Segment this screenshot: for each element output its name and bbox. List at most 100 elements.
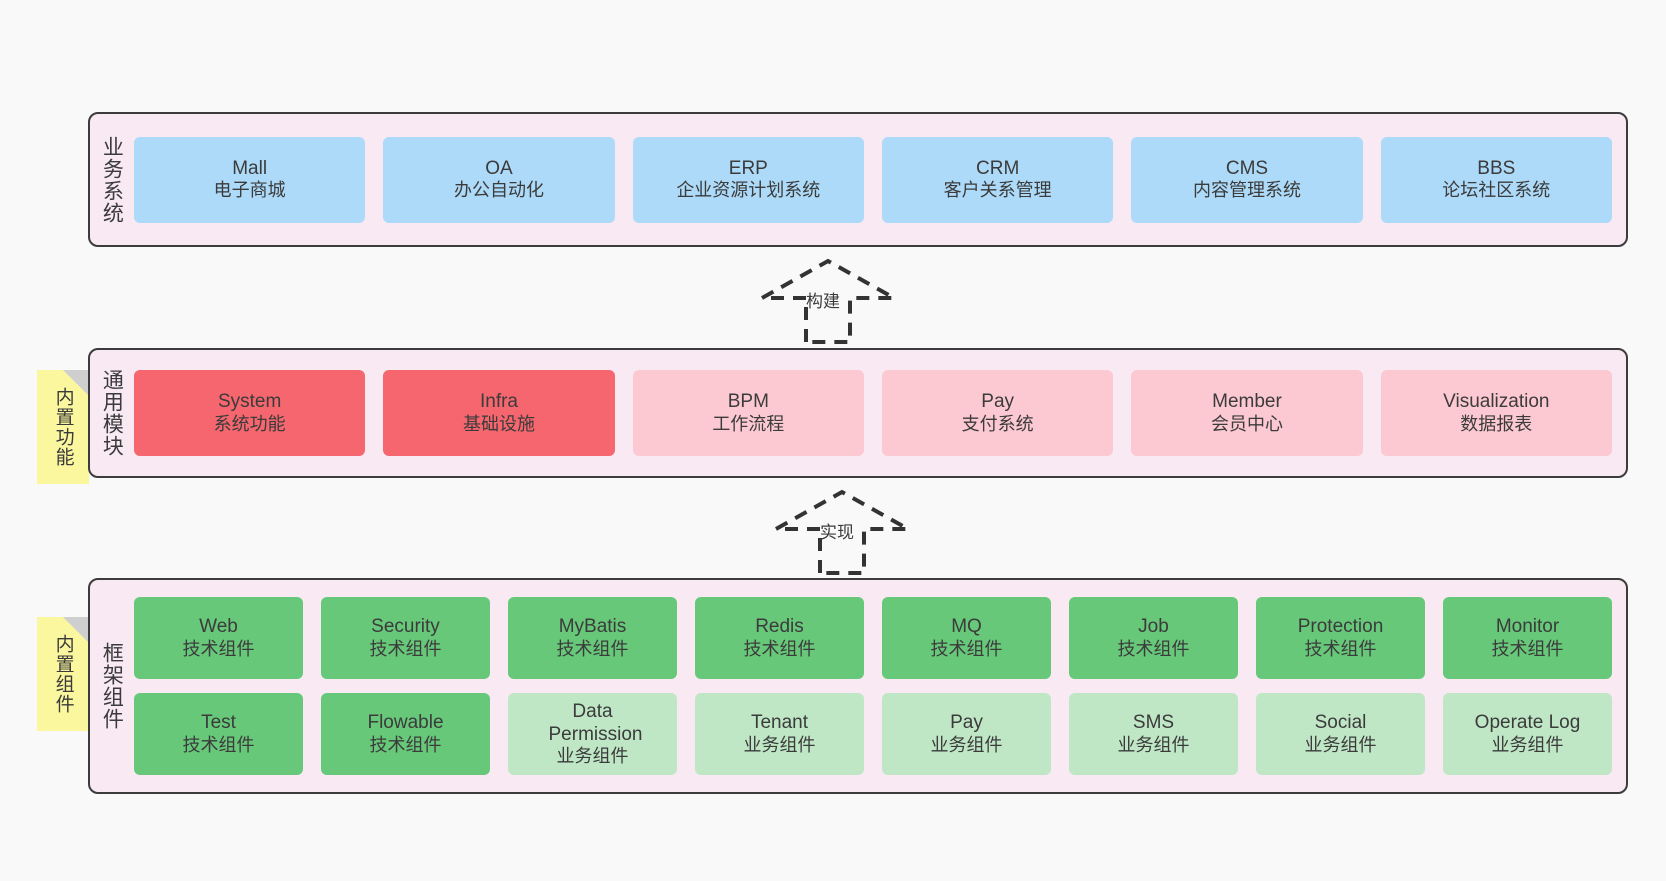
- layer-business-systems: 业务系统 Mall 电子商城 OA 办公自动化 ERP 企业资源计划系统 CRM…: [88, 112, 1628, 247]
- card-subtitle: 企业资源计划系统: [676, 180, 821, 201]
- card-title: Job: [1138, 616, 1169, 638]
- note-builtin-components: 内置组件: [37, 617, 89, 731]
- card-title: Mall: [232, 157, 268, 179]
- card-row: System 系统功能 Infra 基础设施 BPM 工作流程 Pay 支付系统…: [134, 370, 1612, 456]
- card-subtitle: 业务组件: [743, 734, 816, 755]
- card-subtitle: 业务组件: [1304, 734, 1377, 755]
- card-title: MQ: [951, 616, 982, 638]
- card-title: Infra: [479, 391, 518, 413]
- card-title: Data Permission: [548, 700, 643, 746]
- card-mall[interactable]: Mall 电子商城: [134, 136, 366, 223]
- card-system[interactable]: System 系统功能: [134, 370, 366, 456]
- card-title: Flowable: [367, 712, 444, 734]
- card-title: Operate Log: [1474, 712, 1581, 734]
- card-subtitle: 业务组件: [1491, 734, 1564, 755]
- card-subtitle: 电子商城: [213, 180, 286, 201]
- card-subtitle: 技术组件: [369, 638, 442, 659]
- card-title: BPM: [727, 391, 769, 413]
- card-title: System: [217, 391, 282, 413]
- card-subtitle: 技术组件: [182, 638, 255, 659]
- layer-title-common-modules: 通用模块: [100, 369, 124, 457]
- card-tenant[interactable]: Tenant 业务组件: [695, 693, 864, 775]
- card-subtitle: 技术组件: [369, 734, 442, 755]
- card-crm[interactable]: CRM 客户关系管理: [881, 136, 1114, 223]
- card-subtitle: 支付系统: [961, 413, 1034, 434]
- card-redis[interactable]: Redis 技术组件: [695, 597, 864, 679]
- card-flowable[interactable]: Flowable 技术组件: [321, 693, 490, 775]
- card-title: Pay: [950, 712, 983, 734]
- card-subtitle: 数据报表: [1460, 413, 1533, 434]
- card-title: CRM: [976, 157, 1020, 179]
- card-mybatis[interactable]: MyBatis 技术组件: [508, 597, 677, 679]
- card-title: Redis: [755, 616, 804, 638]
- card-title: Pay: [981, 391, 1015, 413]
- build-arrow-label: 构建: [806, 292, 840, 311]
- card-data-permission[interactable]: Data Permission 业务组件: [508, 693, 677, 775]
- card-title: ERP: [728, 157, 768, 179]
- card-pay[interactable]: Pay 支付系统: [881, 370, 1114, 456]
- card-title: Member: [1212, 391, 1282, 413]
- card-subtitle: 工作流程: [712, 413, 785, 434]
- layer-title-framework-components: 框架组件: [100, 642, 124, 730]
- card-subtitle: 业务组件: [1117, 734, 1190, 755]
- card-sms[interactable]: SMS 业务组件: [1069, 693, 1238, 775]
- card-subtitle: 业务组件: [930, 734, 1003, 755]
- card-web[interactable]: Web 技术组件: [134, 597, 303, 679]
- card-member[interactable]: Member 会员中心: [1131, 370, 1363, 456]
- card-subtitle: 论坛社区系统: [1442, 180, 1551, 201]
- card-row: Test 技术组件 Flowable 技术组件 Data Permission …: [134, 693, 1612, 775]
- card-pay-business[interactable]: Pay 业务组件: [882, 693, 1051, 775]
- layer-body-framework-components: Web 技术组件 Security 技术组件 MyBatis 技术组件 Redi…: [132, 580, 1626, 792]
- layer-title-business-systems: 业务系统: [100, 135, 124, 224]
- card-protection[interactable]: Protection 技术组件: [1256, 597, 1425, 679]
- layer-body-common-modules: System 系统功能 Infra 基础设施 BPM 工作流程 Pay 支付系统…: [132, 350, 1626, 476]
- card-test[interactable]: Test 技术组件: [134, 693, 303, 775]
- card-oa[interactable]: OA 办公自动化: [383, 136, 615, 223]
- card-subtitle: 技术组件: [1304, 638, 1377, 659]
- card-title: Visualization: [1443, 391, 1550, 413]
- card-visualization[interactable]: Visualization 数据报表: [1380, 370, 1612, 456]
- card-mq[interactable]: MQ 技术组件: [882, 597, 1051, 679]
- card-title: Test: [201, 712, 236, 734]
- card-job[interactable]: Job 技术组件: [1069, 597, 1238, 679]
- card-subtitle: 技术组件: [556, 638, 629, 659]
- card-subtitle: 基础设施: [462, 413, 535, 434]
- card-subtitle: 系统功能: [213, 413, 286, 434]
- up-arrow-icon: [754, 258, 902, 344]
- card-subtitle: 技术组件: [1491, 638, 1564, 659]
- card-subtitle: 会员中心: [1210, 413, 1283, 434]
- card-title: SMS: [1132, 712, 1175, 734]
- layer-body-business-systems: Mall 电子商城 OA 办公自动化 ERP 企业资源计划系统 CRM 客户关系…: [132, 114, 1626, 245]
- card-monitor[interactable]: Monitor 技术组件: [1443, 597, 1612, 679]
- up-arrow-icon: [768, 489, 916, 575]
- card-row: Mall 电子商城 OA 办公自动化 ERP 企业资源计划系统 CRM 客户关系…: [134, 136, 1612, 223]
- build-arrow: 构建: [754, 258, 902, 344]
- layer-framework-components: 框架组件 Web 技术组件 Security 技术组件 MyBatis 技术组件…: [88, 578, 1628, 794]
- card-infra[interactable]: Infra 基础设施: [383, 370, 615, 456]
- card-security[interactable]: Security 技术组件: [321, 597, 490, 679]
- card-bpm[interactable]: BPM 工作流程: [632, 370, 864, 456]
- card-erp[interactable]: ERP 企业资源计划系统: [632, 136, 864, 223]
- card-row: Web 技术组件 Security 技术组件 MyBatis 技术组件 Redi…: [134, 597, 1612, 679]
- card-title: OA: [485, 157, 513, 179]
- card-cms[interactable]: CMS 内容管理系统: [1131, 136, 1363, 223]
- card-title: Monitor: [1495, 616, 1560, 638]
- card-subtitle: 技术组件: [930, 638, 1003, 659]
- card-subtitle: 客户关系管理: [943, 180, 1052, 201]
- card-title: Web: [199, 616, 238, 638]
- card-subtitle: 内容管理系统: [1192, 180, 1301, 201]
- card-title: Protection: [1297, 616, 1384, 638]
- card-social[interactable]: Social 业务组件: [1256, 693, 1425, 775]
- layer-common-modules: 通用模块 System 系统功能 Infra 基础设施 BPM 工作流程 Pay…: [88, 348, 1628, 478]
- card-title: CMS: [1225, 157, 1269, 179]
- note-label: 内置组件: [52, 634, 74, 714]
- card-subtitle: 业务组件: [556, 746, 629, 767]
- implement-arrow-label: 实现: [820, 523, 854, 542]
- card-operate-log[interactable]: Operate Log 业务组件: [1443, 693, 1612, 775]
- card-subtitle: 办公自动化: [453, 180, 544, 201]
- card-title: Security: [371, 616, 440, 638]
- note-label: 内置功能: [52, 387, 74, 467]
- card-bbs[interactable]: BBS 论坛社区系统: [1380, 136, 1612, 223]
- implement-arrow: 实现: [768, 489, 916, 575]
- card-title: Social: [1314, 712, 1367, 734]
